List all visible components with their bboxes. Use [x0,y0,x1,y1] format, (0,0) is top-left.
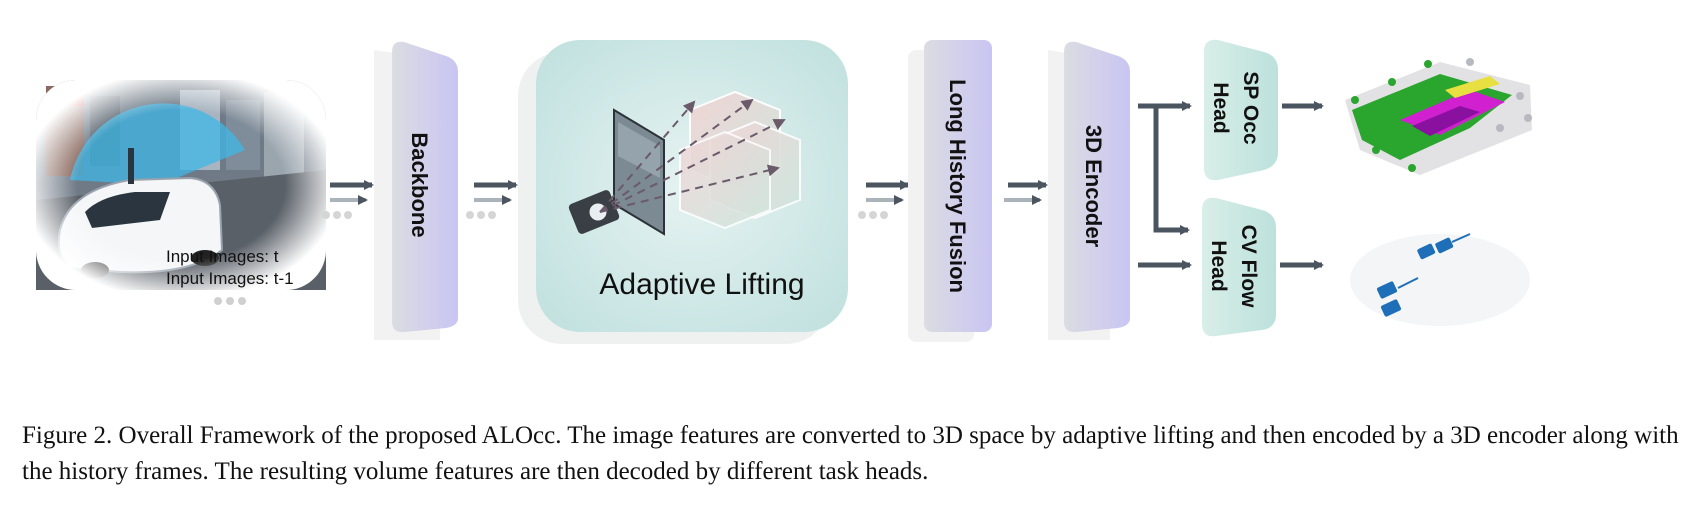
voxel-cubes [679,90,801,230]
arrow-fusion-to-encoder [1004,180,1048,205]
arrow-input-to-backbone [322,180,374,219]
cv-flow-head-block [1202,197,1276,337]
3d-encoder-label: 3D Encoder [1081,125,1106,248]
arrow-backbone-to-lifting [466,180,518,219]
cv-flow-head-label-line1: CV Flow [1237,225,1260,308]
long-history-fusion-label: Long History Fusion [945,79,970,293]
long-history-fusion-block [924,40,992,332]
flow-output-visual [1350,233,1530,326]
sp-occ-head-label-line1: SP Occ [1239,71,1262,144]
more-frames-dots [214,297,246,305]
lifting-rays [599,98,786,213]
framework-diagram: Input Images: t Input Images: t-1 Backbo… [36,39,1532,344]
arrow-lifting-to-fusion [858,180,910,219]
3d-encoder-block [1064,41,1130,333]
input-label-t1: Input Images: t-1 [166,269,294,288]
backbone-label: Backbone [407,132,432,237]
occupancy-output-visual [1345,58,1532,175]
figure-caption: Figure 2. Overall Framework of the propo… [22,422,1679,485]
cv-flow-head-label-line2: Head [1207,240,1230,291]
input-label-t: Input Images: t [166,247,279,266]
sp-occ-head-label-line2: Head [1209,82,1232,133]
arrow-heads-to-outputs [1280,101,1324,270]
sp-occ-head-block [1204,39,1278,181]
input-scene-image [36,80,326,290]
arrow-encoder-to-heads [1138,101,1192,270]
adaptive-lifting-label: Adaptive Lifting [599,268,804,301]
backbone-block [392,41,458,333]
camera-icon [568,190,620,234]
